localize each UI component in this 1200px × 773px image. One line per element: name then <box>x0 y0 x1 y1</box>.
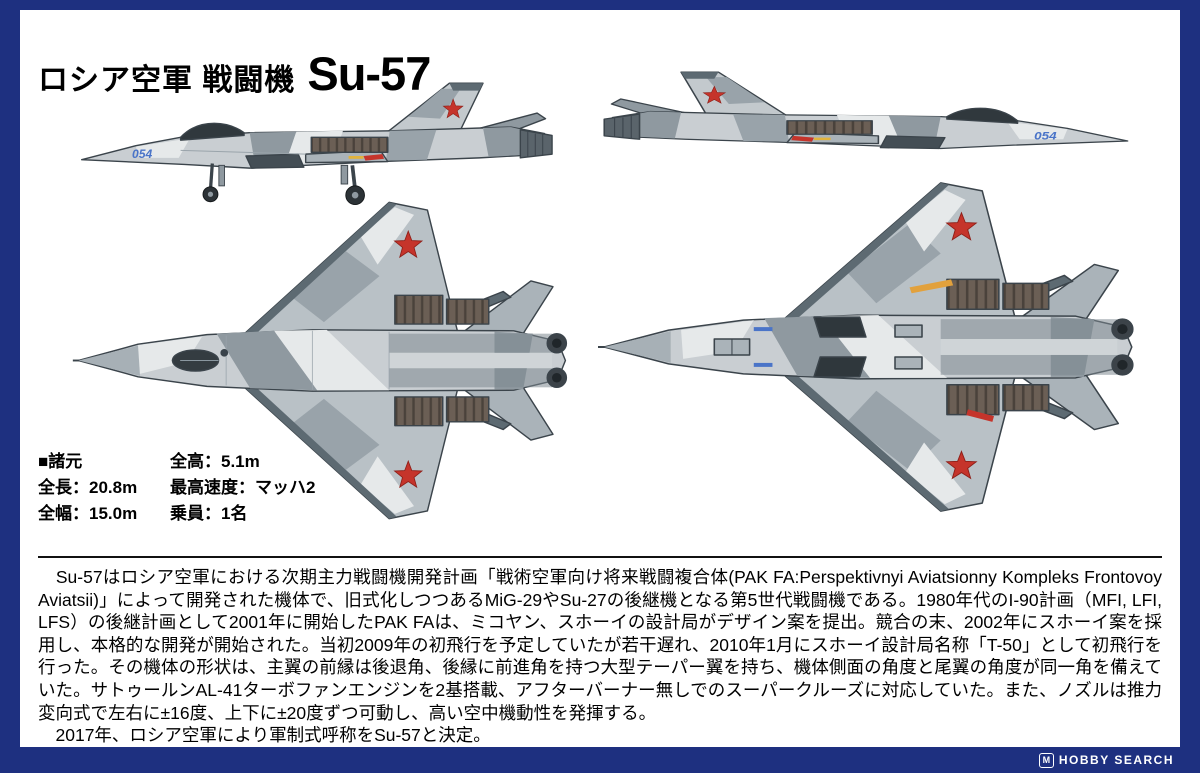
orange-marking <box>909 279 954 294</box>
su57-bottom-view-illustration <box>598 182 1134 512</box>
hobby-search-label: HOBBY SEARCH <box>1058 753 1174 767</box>
su57-side-view-right-illustration: 054 <box>603 71 1129 150</box>
divider-line <box>38 556 1162 558</box>
title-japanese: ロシア空軍 戦闘機 <box>38 64 296 97</box>
description-paragraph-2: 2017年、ロシア空軍により軍制式呼称をSu-57と決定。 <box>38 725 491 746</box>
page-title: ロシア空軍 戦闘機 Su-57 <box>38 46 431 101</box>
blue-marking <box>753 362 773 367</box>
canopy <box>179 122 245 141</box>
red-marking <box>966 409 995 422</box>
engine-nozzle <box>519 129 553 159</box>
spec-max-speed: 最高速度：マッハ2 <box>170 478 316 497</box>
dorsal-panel <box>394 294 444 325</box>
specs-heading: ■諸元 <box>38 452 83 471</box>
description-text: Su-57はロシア空軍における次期主力戦闘機開発計画「戦術空軍向け将来戦闘複合体… <box>38 566 1162 747</box>
spec-length: 全長：20.8m <box>38 478 138 497</box>
content-panel: ロシア空軍 戦闘機 Su-57 <box>20 10 1180 747</box>
blue-marking <box>753 327 773 332</box>
engine-nozzle <box>603 113 641 140</box>
spec-crew: 乗員：1名 <box>170 504 248 523</box>
hobby-search-logo-icon: M <box>1038 752 1054 768</box>
spec-height: 全高：5.1m <box>170 452 260 471</box>
landing-gear <box>202 163 365 205</box>
airframe-top-view <box>72 201 568 520</box>
su57-top-view-illustration <box>72 201 568 520</box>
aircraft-number: 054 <box>132 147 152 161</box>
engine-intake <box>813 356 867 378</box>
canopy <box>946 107 1019 124</box>
aircraft-number: 054 <box>1034 129 1057 141</box>
su57-side-view-left-illustration: 054 <box>80 82 553 205</box>
missile-marking <box>363 154 385 161</box>
title-model-number: Su-57 <box>307 47 431 100</box>
airframe-side-right <box>603 71 1129 150</box>
fuselage-panel <box>310 136 389 153</box>
engine-intake <box>813 316 867 338</box>
main-gear-bay <box>894 324 923 338</box>
specs-block: ■諸元 全高：5.1m 全長：20.8m 最高速度：マッハ2 全幅：15.0m … <box>38 452 368 523</box>
airframe-bottom-view <box>598 182 1134 512</box>
airframe-side-left <box>80 82 553 169</box>
description-paragraph-1: Su-57はロシア空軍における次期主力戦闘機開発計画「戦術空軍向け将来戦闘複合体… <box>38 567 1162 723</box>
main-gear-bay <box>894 356 923 370</box>
hobby-search-watermark: M HOBBY SEARCH <box>1038 751 1174 769</box>
spec-width: 全幅：15.0m <box>38 504 138 523</box>
